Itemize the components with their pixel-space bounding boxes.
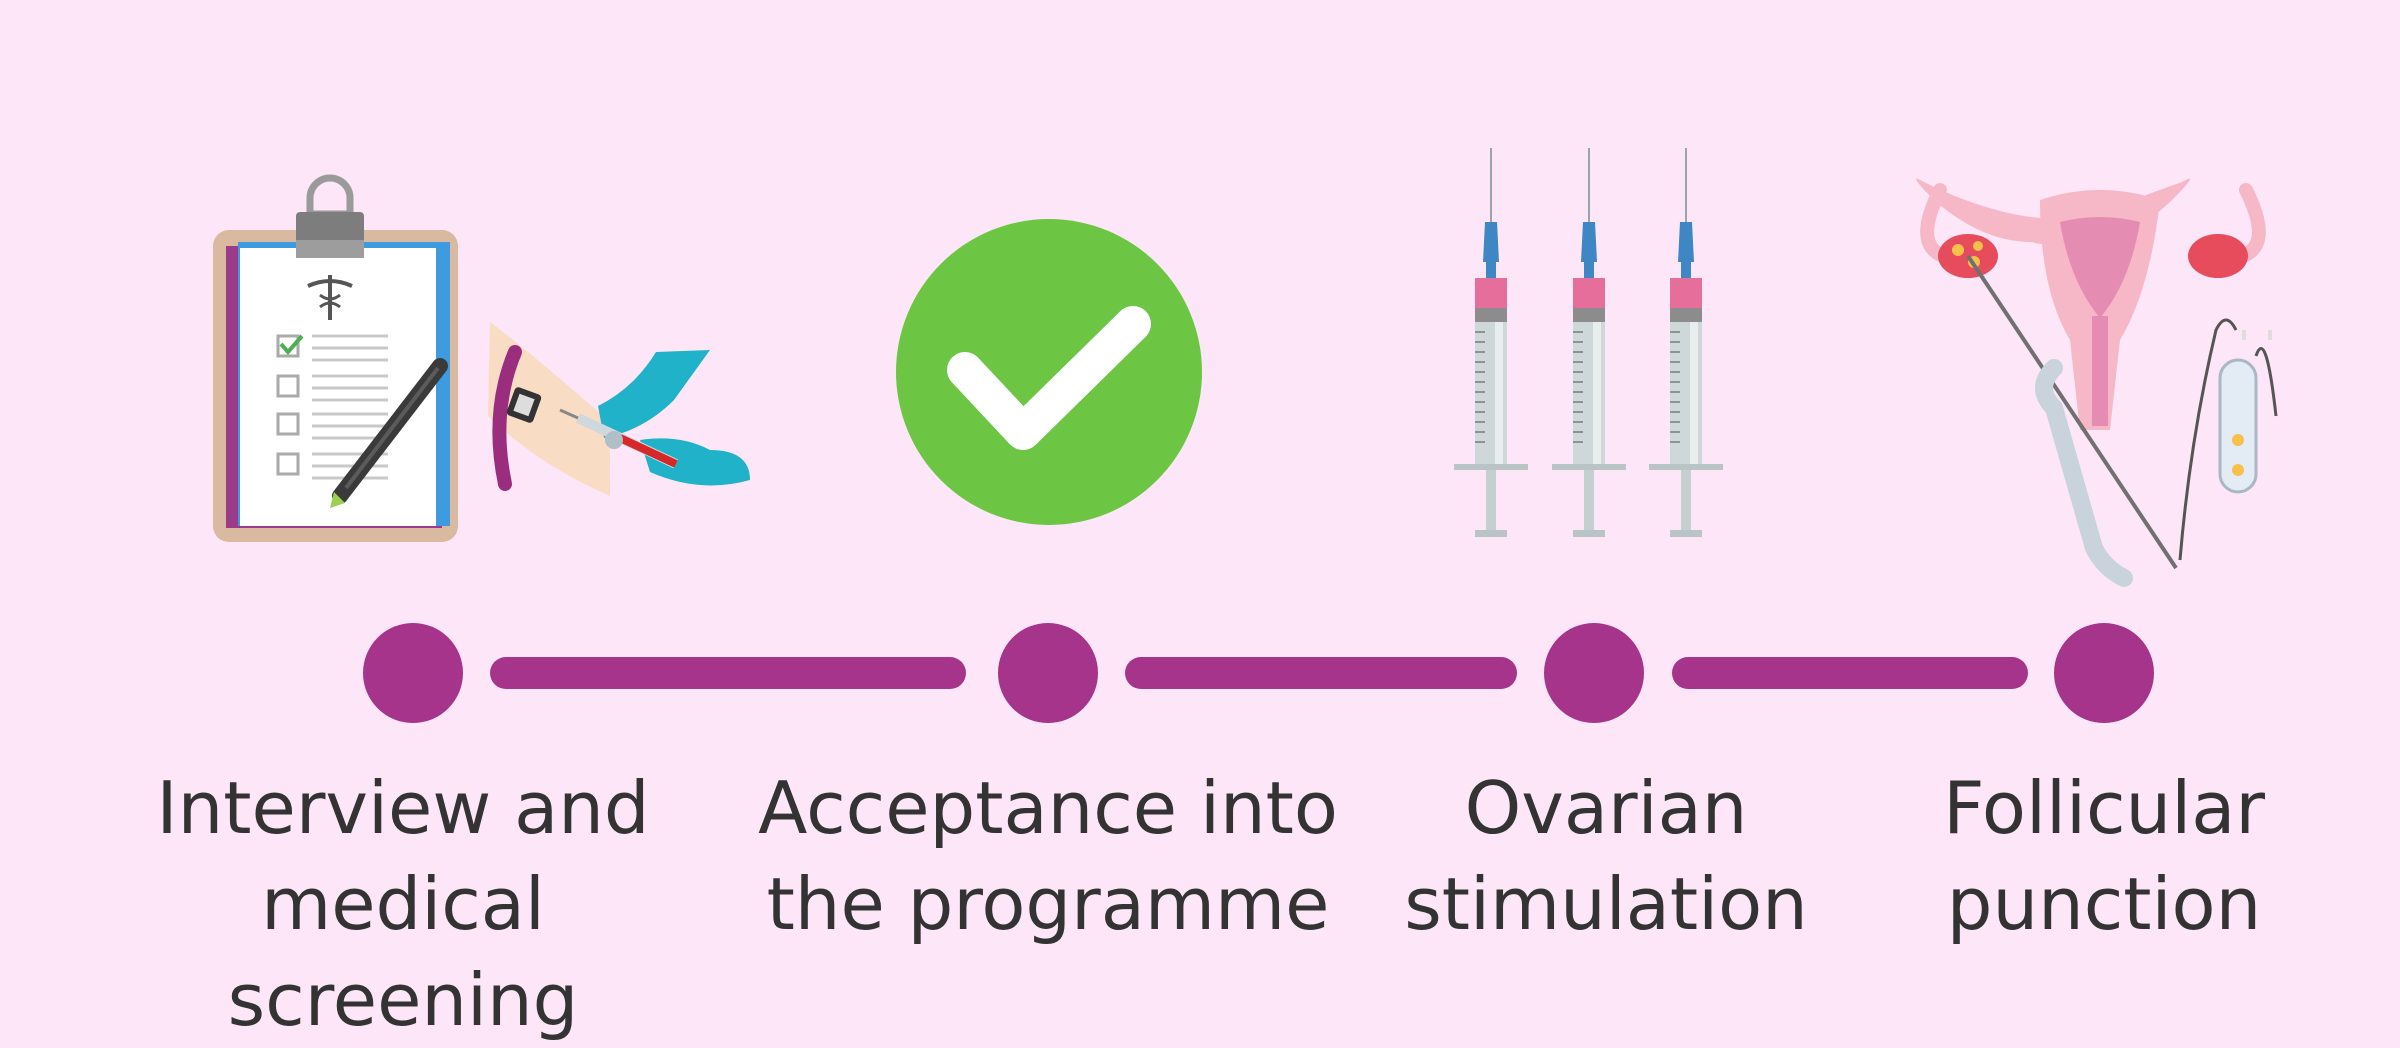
check-circle-icon (896, 219, 1202, 525)
timeline-connector (1672, 657, 2028, 689)
timeline-connector (1125, 657, 1517, 689)
pen-icon (330, 358, 448, 508)
timeline-node (2054, 623, 2154, 723)
blood-draw-icon (488, 322, 750, 496)
clipboard-icon (213, 174, 458, 542)
timeline-node (363, 623, 463, 723)
step-label-stimulation: Ovarian stimulation (1404, 766, 1808, 946)
syringes-icon (1454, 148, 1723, 537)
timeline (363, 623, 2154, 723)
timeline-node (998, 623, 1098, 723)
step-label-screening: Interview and medical screening (156, 766, 650, 1042)
step-label-acceptance: Acceptance into the programme (758, 766, 1338, 946)
clipboard-and-blood-test-icon (213, 174, 750, 542)
uterus-puncture-icon (1916, 178, 2278, 587)
syringe-icon (1649, 148, 1723, 537)
timeline-node (1544, 623, 1644, 723)
ivf-process-diagram (213, 148, 2278, 723)
timeline-connector (490, 657, 966, 689)
step-label-puncture: Follicular punction (1943, 766, 2265, 946)
syringe-icon (1552, 148, 1626, 537)
syringe-icon (1454, 148, 1528, 537)
